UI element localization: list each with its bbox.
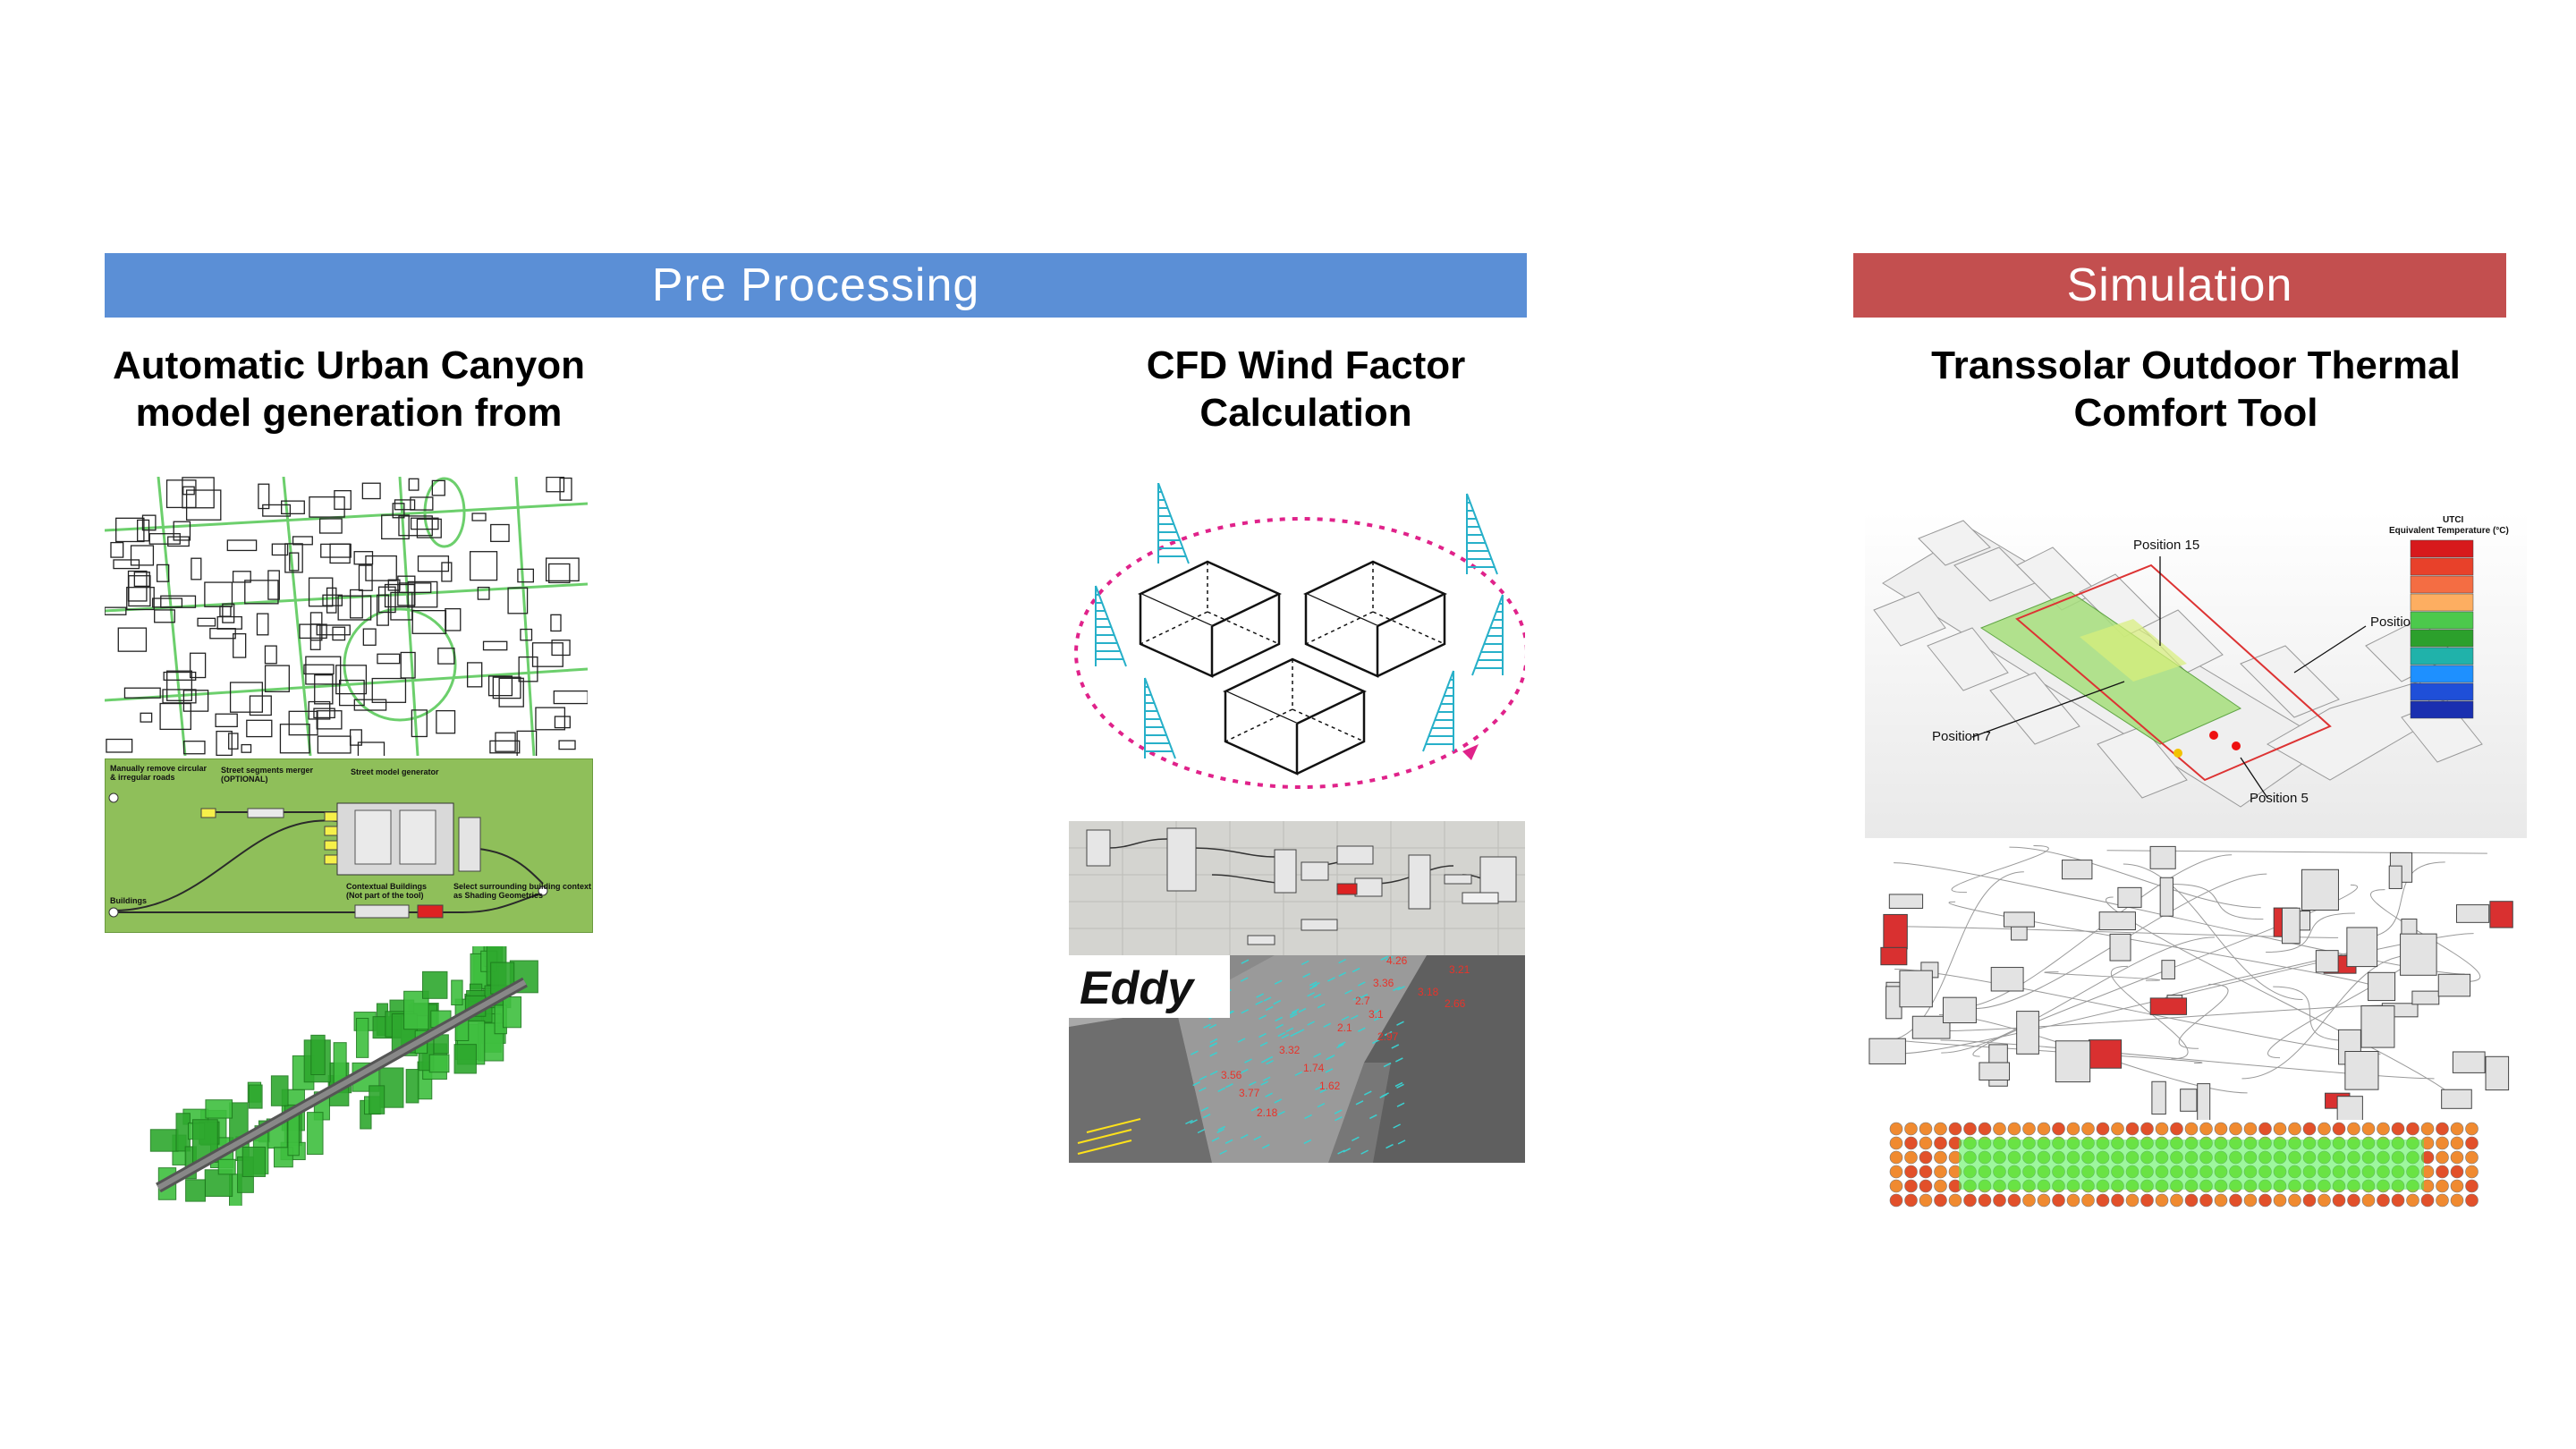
utci-dot-grid-image — [1887, 1120, 2487, 1209]
utci-legend — [2410, 539, 2474, 719]
cfd-title: CFD Wind Factor Calculation — [1055, 342, 1556, 436]
gh-label-surrounding-2: as Shading Geometries — [453, 891, 543, 900]
wind-value-label: 3.56 — [1221, 1069, 1242, 1081]
wind-value-label: 4.26 — [1386, 955, 1408, 967]
position-15-label: Position 15 — [2133, 538, 2199, 553]
grasshopper-definition-image: Manually remove circular & irregular roa… — [105, 758, 593, 933]
utci-legend-swatch — [2410, 575, 2474, 594]
utci-legend-swatch — [2410, 665, 2474, 683]
gh-label-remove-roads: Manually remove circular — [110, 764, 208, 773]
urban-canyon-3d-model-image — [105, 946, 543, 1206]
gh-label-buildings: Buildings — [110, 896, 147, 905]
gh-label-generator: Street model generator — [351, 767, 439, 776]
utci-legend-swatch — [2410, 647, 2474, 665]
utci-legend-swatch — [2410, 557, 2474, 576]
simulation-banner: Simulation — [1853, 253, 2506, 318]
utci-legend-subtitle: Equivalent Temperature (°C) — [2389, 526, 2509, 536]
wind-value-label: 2.18 — [1257, 1106, 1278, 1119]
utci-street-model-image: Position 15 Position 13 Position 7 Posit… — [1865, 512, 2527, 838]
wind-value-label: 3.21 — [1449, 963, 1470, 976]
utci-legend-swatch — [2410, 629, 2474, 648]
gh-label-remove-roads-2: & irregular roads — [110, 773, 175, 782]
cfd-title-line2: Calculation — [1199, 391, 1412, 435]
pre-processing-banner: Pre Processing — [105, 253, 1527, 318]
gh-label-contextual-2: (Not part of the tool) — [346, 891, 423, 900]
urban-canyon-title: Automatic Urban Canyon model generation … — [54, 342, 644, 436]
utci-legend-title: UTCI — [2443, 515, 2464, 525]
wind-value-label: 2.1 — [1337, 1021, 1352, 1034]
wind-value-label: 1.62 — [1319, 1080, 1341, 1092]
utci-legend-swatch — [2410, 611, 2474, 630]
wind-value-label: 2.66 — [1445, 997, 1466, 1010]
wind-value-label: 3.77 — [1239, 1087, 1260, 1099]
urban-canyon-title-line2: model generation from — [135, 391, 563, 435]
wind-value-label: 3.1 — [1368, 1008, 1384, 1021]
utci-legend-swatch — [2410, 682, 2474, 701]
gh-label-surrounding: Select surrounding building context — [453, 882, 591, 891]
gh-label-merger-2: (OPTIONAL) — [221, 775, 268, 784]
wind-value-label: 2.97 — [1377, 1030, 1399, 1043]
utci-legend-swatch — [2410, 593, 2474, 612]
wind-value-label: 3.32 — [1279, 1044, 1301, 1056]
cfd-wind-diagram — [1069, 483, 1525, 809]
ootc-title: Transsolar Outdoor Thermal Comfort Tool — [1869, 342, 2522, 436]
eddy-logo: Eddy — [1080, 962, 1196, 1014]
utci-legend-swatch — [2410, 539, 2474, 558]
cfd-title-line1: CFD Wind Factor — [1146, 343, 1466, 387]
cfd-grasshopper-image — [1069, 821, 1525, 955]
urban-canyon-title-line1: Automatic Urban Canyon — [112, 343, 586, 387]
wind-value-label: 3.36 — [1373, 977, 1394, 989]
street-map-image — [105, 477, 588, 756]
wind-value-label: 1.74 — [1303, 1062, 1325, 1074]
utci-legend-swatch — [2410, 700, 2474, 719]
ootc-title-line1: Transsolar Outdoor Thermal — [1931, 343, 2461, 387]
gh-label-merger: Street segments merger — [221, 766, 314, 775]
wind-value-label: 2.7 — [1355, 995, 1370, 1007]
gh-label-contextual: Contextual Buildings — [346, 882, 427, 891]
ootc-title-line2: Comfort Tool — [2073, 391, 2318, 435]
position-5-label: Position 5 — [2250, 791, 2309, 806]
ootc-grasshopper-image — [1865, 845, 2527, 1123]
wind-value-label: 3.18 — [1418, 986, 1439, 998]
position-7-label: Position 7 — [1932, 729, 1991, 744]
